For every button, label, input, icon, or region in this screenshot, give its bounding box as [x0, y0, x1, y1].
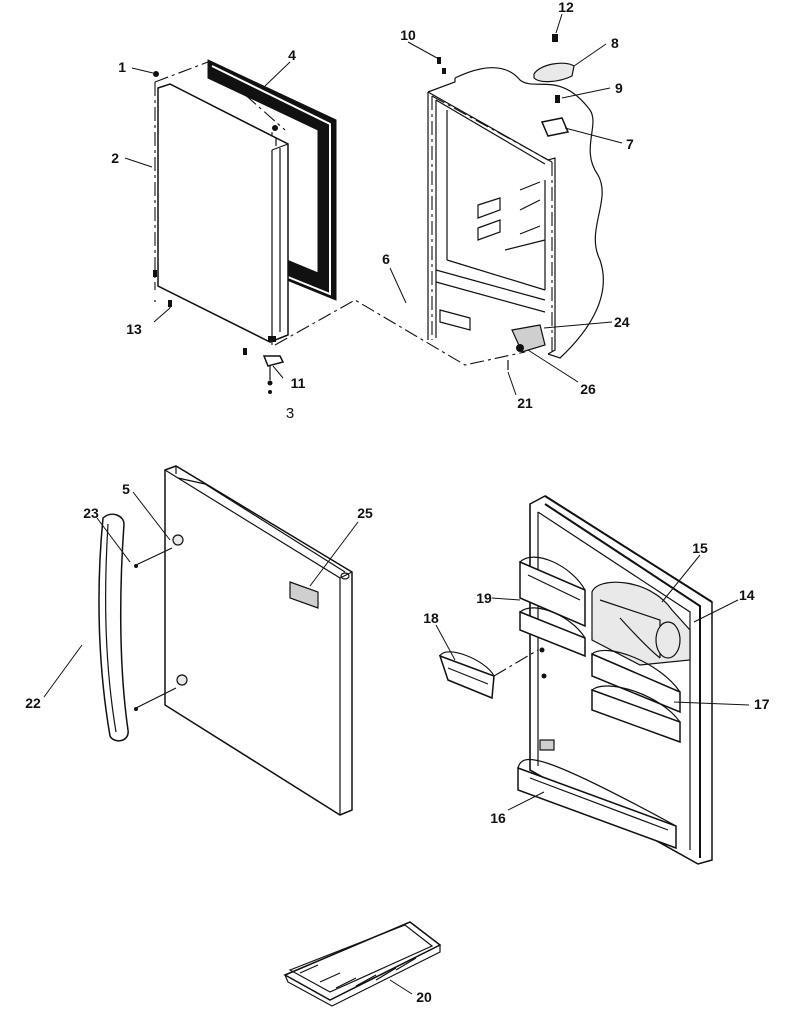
callout-10: 10	[400, 27, 416, 43]
callout-14: 14	[739, 587, 755, 603]
callout-25: 25	[357, 505, 373, 521]
callout-15: 15	[692, 540, 708, 556]
cabinet-assembly	[274, 34, 604, 370]
callout-1: 1	[118, 59, 126, 75]
callout-22: 22	[25, 695, 41, 711]
callout-21: 21	[517, 395, 533, 411]
callout-labels: 1 2 3 4 5 6 7 8 9 10 11 12 13 14 15 16 1…	[25, 0, 770, 1005]
callout-20: 20	[416, 989, 432, 1005]
callout-16: 16	[490, 810, 506, 826]
callout-7: 7	[626, 136, 634, 152]
screw	[272, 125, 278, 131]
callout-4: 4	[288, 47, 296, 63]
callout-6: 6	[382, 251, 390, 267]
callout-23: 23	[83, 505, 99, 521]
outer-door	[164, 465, 353, 816]
door-panel-inner	[157, 83, 289, 343]
callout-3: 3	[286, 405, 294, 422]
badge	[289, 581, 319, 609]
door-bin-17	[591, 652, 681, 714]
callout-11: 11	[291, 375, 306, 391]
outer-door-assembly	[98, 465, 353, 816]
callout-12: 12	[558, 0, 574, 15]
callout-26: 26	[580, 381, 596, 397]
callout-24: 24	[614, 314, 630, 330]
callout-2: 2	[111, 150, 119, 166]
screw-1	[153, 71, 159, 77]
top-hinge	[540, 117, 570, 137]
callout-18: 18	[423, 610, 439, 626]
leader-lines	[43, 13, 750, 995]
bottom-hinge	[262, 355, 285, 367]
callout-19: 19	[476, 590, 492, 606]
door-liner-assembly	[438, 495, 713, 865]
callout-5: 5	[122, 481, 130, 497]
callout-13: 13	[126, 321, 142, 337]
ice-tray	[283, 921, 442, 1007]
callout-8: 8	[611, 35, 619, 51]
hinge-cover	[533, 62, 575, 83]
egg-bin	[438, 654, 495, 700]
callout-17: 17	[754, 696, 770, 712]
door-assembly-top	[153, 59, 337, 394]
door-bin-19	[519, 560, 586, 628]
callout-9: 9	[615, 80, 623, 96]
door-handle	[98, 513, 129, 742]
